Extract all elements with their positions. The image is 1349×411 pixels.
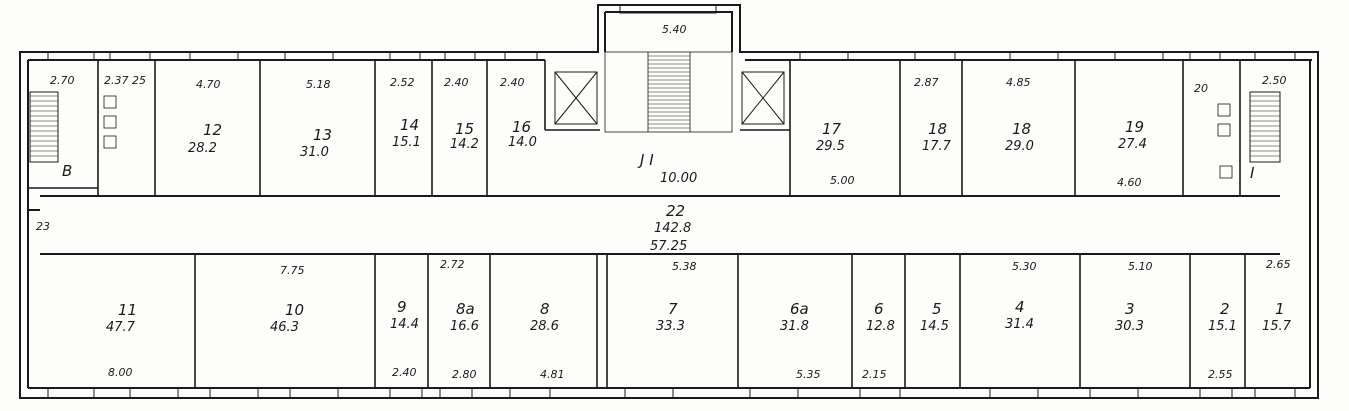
dim-bottom-6: 2.15	[862, 368, 887, 381]
side-stair-treads	[30, 95, 1280, 157]
dim-top-8: 5.40	[662, 23, 687, 36]
dim-top-10: 4.85	[1006, 76, 1031, 89]
corridor-walls	[28, 195, 1280, 255]
room-2-area: 15.1	[1208, 319, 1237, 334]
dim-mid-6: 2.65	[1266, 258, 1291, 271]
room-5-area: 14.5	[920, 319, 949, 334]
room-1-area: 15.7	[1262, 319, 1292, 334]
toilet-fixtures	[103, 95, 1233, 179]
room-13-area: 31.0	[300, 145, 329, 160]
room-6-id: 6	[874, 300, 884, 318]
room-6a-area: 31.8	[780, 319, 809, 334]
dim-top-7: 2.40	[500, 76, 525, 89]
room-10-area: 46.3	[270, 320, 299, 335]
bottom-dimensions: 8.00 2.40 2.80 4.81 5.35 2.15 2.55	[108, 366, 1233, 381]
dim-top-1: 2.70	[50, 74, 75, 87]
room-11-id: 11	[118, 301, 137, 319]
room-9-id: 9	[397, 298, 407, 316]
top-room-labels: B 12 28.2 13 31.0 14 15.1 15 14.2 16 14.…	[62, 116, 1147, 180]
dim-mid-4: 5.30	[1012, 260, 1037, 273]
room-10-id: 10	[285, 301, 304, 319]
room-18-area: 17.7	[922, 139, 952, 154]
dim-mid-7: 5.00	[830, 174, 855, 187]
room-14-area: 15.1	[392, 135, 421, 150]
room-18-id: 18	[928, 120, 947, 138]
room-13-id: 13	[313, 126, 332, 144]
room-17-id: 17	[822, 120, 842, 138]
dim-bottom-4: 4.81	[540, 368, 565, 381]
room-4-id: 4	[1015, 298, 1025, 316]
bottom-partitions	[194, 254, 1246, 388]
room-6-area: 12.8	[866, 319, 895, 334]
room-17-area: 29.5	[816, 139, 845, 154]
side-stairs	[29, 91, 1281, 163]
dim-bottom-3: 2.80	[452, 368, 477, 381]
room-8-id: 8	[540, 300, 550, 318]
bottom-windows	[47, 387, 1296, 399]
dim-top-3: 4.70	[196, 78, 221, 91]
corridor-area: 142.8	[654, 221, 691, 236]
dim-top-4: 5.18	[306, 78, 331, 91]
room-b-id: B	[62, 162, 72, 180]
stair-hall-label: J I	[637, 151, 654, 169]
room-12-area: 28.2	[188, 141, 217, 156]
top-dimensions: 2.70 2.37 25 4.70 5.18 2.52 2.40 2.40 5.…	[50, 23, 1287, 95]
room-16-id: 16	[512, 118, 531, 136]
corridor-labels: 22 142.8 57.25 J I 10.00 I 23	[36, 151, 1255, 254]
room-3-id: 3	[1125, 300, 1135, 318]
room-18b-id: 18	[1012, 120, 1031, 138]
room-8a-area: 16.6	[450, 319, 479, 334]
room-1-id: 1	[1275, 300, 1285, 318]
dim-top-2: 2.37 25	[104, 74, 146, 87]
room-14-id: 14	[400, 116, 419, 134]
stair-hall-width: 10.00	[660, 171, 697, 186]
room-7-area: 33.3	[656, 319, 685, 334]
room-19-id: 19	[1125, 118, 1144, 136]
mid-dimensions: 7.75 2.72 5.38 5.30 5.10 2.65 5.00 4.60	[280, 174, 1291, 277]
room-12-id: 12	[203, 121, 222, 139]
room-8-area: 28.6	[530, 319, 559, 334]
bottom-room-labels: 11 47.7 10 46.3 9 14.4 8a 16.6 8 28.6 7 …	[106, 298, 1292, 335]
room-4-area: 31.4	[1005, 317, 1034, 332]
dim-top-11: 20	[1194, 82, 1208, 95]
room-5-id: 5	[932, 300, 942, 318]
top-partitions	[28, 60, 1241, 196]
dim-top-5: 2.52	[390, 76, 415, 89]
room-15-id: 15	[455, 120, 474, 138]
room-6a-id: 6a	[790, 300, 809, 318]
room-2-id: 2	[1220, 300, 1230, 318]
corridor-id: 22	[666, 202, 685, 220]
top-windows	[47, 4, 1296, 61]
dim-mid-3: 5.38	[672, 260, 697, 273]
dim-top-12: 2.50	[1262, 74, 1287, 87]
room-3-area: 30.3	[1115, 319, 1144, 334]
stair-treads	[648, 55, 690, 129]
dim-top-9: 2.87	[914, 76, 939, 89]
room-7-id: 7	[668, 300, 678, 318]
room-8a-id: 8a	[456, 300, 475, 318]
dim-mid-5: 5.10	[1128, 260, 1153, 273]
room-18b-area: 29.0	[1005, 139, 1034, 154]
room-23-id: 23	[36, 220, 50, 233]
dim-mid-2: 2.72	[440, 258, 465, 271]
dim-mid-8: 4.60	[1117, 176, 1142, 189]
dim-bottom-5: 5.35	[796, 368, 821, 381]
dim-bottom-7: 2.55	[1208, 368, 1233, 381]
room-16-area: 14.0	[508, 135, 537, 150]
dim-bottom-2: 2.40	[392, 366, 417, 379]
stair-right-label: I	[1250, 164, 1255, 182]
dim-bottom-1: 8.00	[108, 366, 133, 379]
lift-shafts	[554, 71, 785, 125]
room-9-area: 14.4	[390, 317, 419, 332]
room-15-area: 14.2	[450, 137, 479, 152]
dim-mid-1: 7.75	[280, 264, 305, 277]
corridor-length: 57.25	[650, 239, 687, 254]
room-19-area: 27.4	[1118, 137, 1147, 152]
room-11-area: 47.7	[106, 320, 136, 335]
dim-top-6: 2.40	[444, 76, 469, 89]
